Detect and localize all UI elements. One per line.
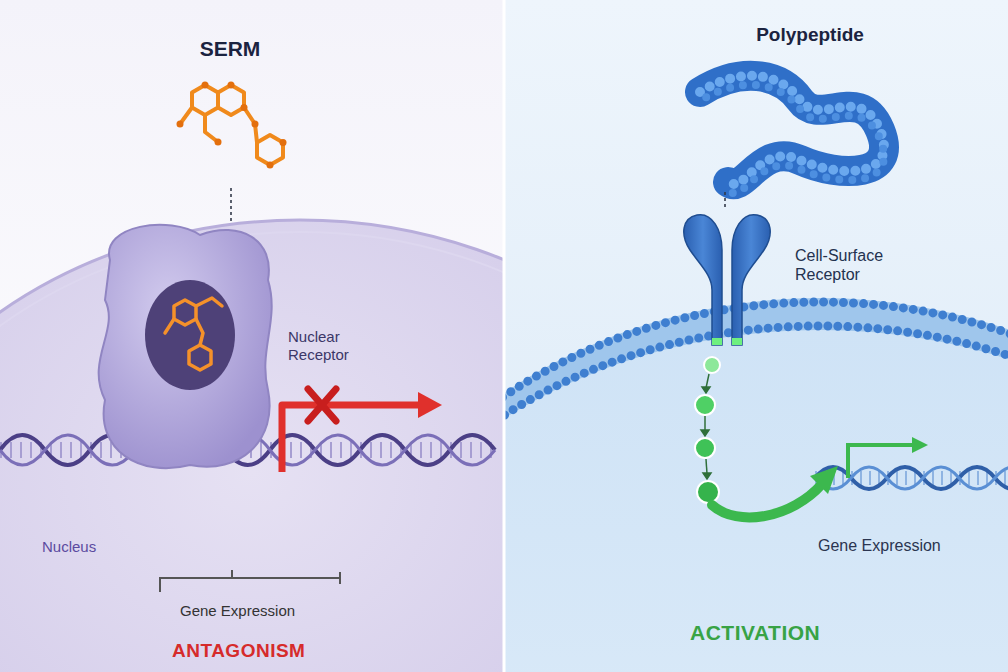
outcome-label: ANTAGONISM: [172, 640, 305, 663]
node-label: Cell-Surface Receptor: [795, 246, 913, 284]
nuclear-receptor: Nuclear Receptor: [85, 222, 362, 480]
region-label: Nucleus: [42, 538, 96, 556]
process-label: Gene Expression: [818, 536, 941, 555]
dashed-connector: [230, 188, 232, 222]
outcome-label: ACTIVATION: [690, 620, 820, 645]
polypeptide-node: Polypeptide: [560, 18, 890, 192]
node-label: SERM: [160, 36, 300, 61]
node-label: Polypeptide: [740, 24, 880, 47]
process-label: Gene Expression: [180, 602, 295, 620]
dashed-connector: [724, 192, 726, 210]
cell-surface-receptor: Cell-Surface Receptor: [560, 210, 915, 360]
molecule-node: SERM: [160, 30, 302, 188]
node-label: Nuclear Receptor: [288, 328, 360, 364]
